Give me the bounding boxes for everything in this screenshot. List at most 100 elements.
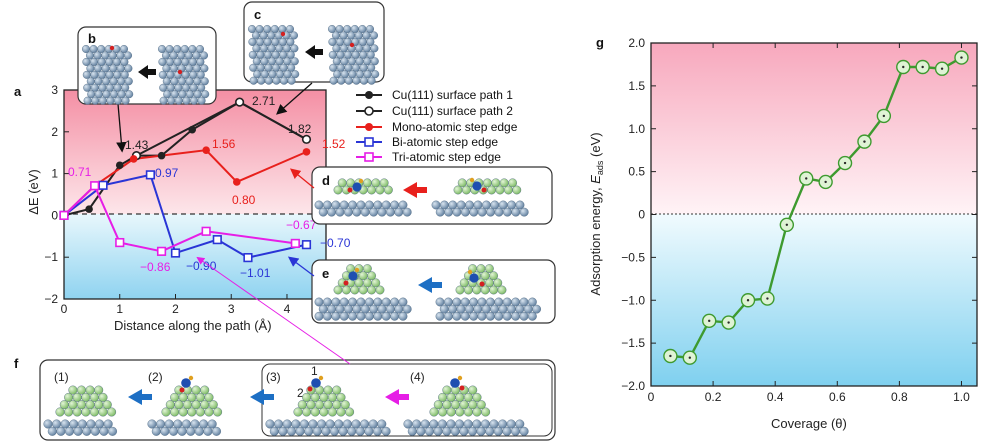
graphene-atom bbox=[508, 178, 517, 188]
graphene-atom bbox=[371, 278, 381, 288]
data-label-152: 1.52 bbox=[322, 137, 346, 151]
data-label-080: 0.80 bbox=[232, 193, 256, 207]
cu-atom bbox=[494, 207, 504, 217]
cu-atom bbox=[195, 45, 204, 54]
cu-atom bbox=[287, 426, 297, 436]
cu-atom bbox=[330, 426, 340, 436]
cu-atom bbox=[366, 50, 375, 59]
data-point-center bbox=[843, 161, 847, 165]
graphene-atom bbox=[68, 385, 78, 395]
graphene-atom bbox=[482, 178, 492, 188]
data-point bbox=[212, 235, 222, 245]
data-point bbox=[301, 134, 312, 144]
data-point bbox=[157, 151, 166, 160]
y-tick-label-a: 1 bbox=[51, 167, 58, 181]
data-point bbox=[301, 240, 312, 250]
cu-atom bbox=[174, 96, 183, 105]
cu-atom bbox=[355, 426, 365, 436]
cu-atom bbox=[398, 297, 408, 307]
cu-atom bbox=[82, 426, 92, 436]
step-label-2: (2) bbox=[148, 370, 163, 384]
graphene-atom bbox=[107, 407, 117, 417]
graphene-atom bbox=[491, 178, 501, 188]
y-axis-label-a: ΔE (eV) bbox=[26, 169, 41, 215]
cu-atom bbox=[477, 207, 487, 217]
cu-atom bbox=[196, 57, 205, 66]
cu-atom bbox=[469, 207, 479, 217]
cu-atom bbox=[211, 426, 221, 436]
x-tick-label-a: 2 bbox=[172, 302, 179, 316]
cu-atom bbox=[331, 311, 341, 321]
cu-atom bbox=[335, 207, 345, 217]
cu-atom bbox=[402, 304, 412, 314]
co-atom bbox=[472, 181, 482, 191]
x-tick-label-a: 0 bbox=[61, 302, 68, 316]
data-point-center bbox=[824, 180, 827, 184]
data-point bbox=[202, 146, 210, 154]
o-atom bbox=[177, 69, 183, 75]
cu-atom bbox=[469, 311, 478, 321]
cu-atom bbox=[103, 419, 113, 429]
y-axis-label-g: Adsorption energy, Eads (eV) bbox=[588, 132, 605, 295]
step-label-3: (3) bbox=[266, 370, 281, 384]
cu-atom bbox=[286, 25, 295, 34]
graphene-atom bbox=[367, 271, 376, 281]
graphene-atom bbox=[442, 385, 452, 395]
cu-atom bbox=[367, 63, 376, 72]
cu-atom bbox=[286, 37, 295, 46]
cu-atom bbox=[377, 207, 387, 217]
cu-atom bbox=[125, 90, 134, 99]
cu-atom bbox=[328, 37, 337, 46]
cu-atom bbox=[328, 25, 337, 34]
graphene-atom bbox=[337, 178, 347, 188]
cu-atom bbox=[370, 44, 379, 53]
cu-atom bbox=[124, 77, 133, 86]
cu-atom bbox=[519, 207, 529, 217]
cu-atom bbox=[314, 311, 324, 321]
cu-atom bbox=[444, 207, 453, 217]
panel-label-f: f bbox=[14, 356, 19, 371]
cu-atom bbox=[511, 207, 521, 217]
cu-atom bbox=[123, 51, 132, 60]
cu-atom bbox=[197, 96, 206, 105]
cu-atom bbox=[90, 426, 100, 436]
arrow-icon bbox=[250, 389, 274, 405]
graphene-atom bbox=[323, 385, 333, 395]
y-tick-label-g: 0.5 bbox=[628, 165, 645, 179]
cu-atom bbox=[468, 426, 478, 436]
graphene-atom bbox=[102, 400, 112, 410]
cu-atom bbox=[367, 76, 376, 85]
cu-atom bbox=[113, 96, 122, 105]
o-atom bbox=[109, 45, 115, 51]
x-tick-label-g: 0.2 bbox=[705, 390, 722, 404]
cu-atom bbox=[493, 426, 503, 436]
graphene-atom bbox=[499, 178, 509, 188]
graphene-atom bbox=[476, 400, 486, 410]
x-axis-label-g: Coverage (θ) bbox=[771, 416, 847, 431]
y-tick-label-g: 0 bbox=[638, 208, 645, 222]
data-point bbox=[85, 205, 93, 213]
legend-label-mono: Mono-atomic step edge bbox=[392, 120, 518, 134]
data-point-center bbox=[921, 65, 924, 69]
x-tick-label-a: 1 bbox=[116, 302, 123, 316]
graphene-atom bbox=[213, 407, 223, 417]
graphene-atom bbox=[489, 271, 498, 281]
y-tick-label-a: −1 bbox=[44, 250, 58, 264]
data-label-143: 1.43 bbox=[125, 138, 149, 152]
cu-atom bbox=[121, 96, 130, 105]
cu-atom bbox=[312, 426, 322, 436]
h-atom bbox=[354, 267, 360, 273]
cu-atom bbox=[201, 90, 210, 99]
graphene-atom bbox=[472, 392, 482, 402]
data-label-m070: −0.70 bbox=[320, 236, 351, 250]
cu-atom bbox=[360, 76, 369, 85]
data-label-182: 1.82 bbox=[288, 122, 312, 136]
cu-atom bbox=[477, 311, 487, 321]
cu-atom bbox=[329, 76, 338, 85]
cu-atom bbox=[452, 207, 462, 217]
legend-a: Cu(111) surface path 1 Cu(111) surface p… bbox=[356, 88, 518, 164]
x-tick-label-g: 0.8 bbox=[891, 390, 908, 404]
step-label-1: (1) bbox=[54, 370, 69, 384]
